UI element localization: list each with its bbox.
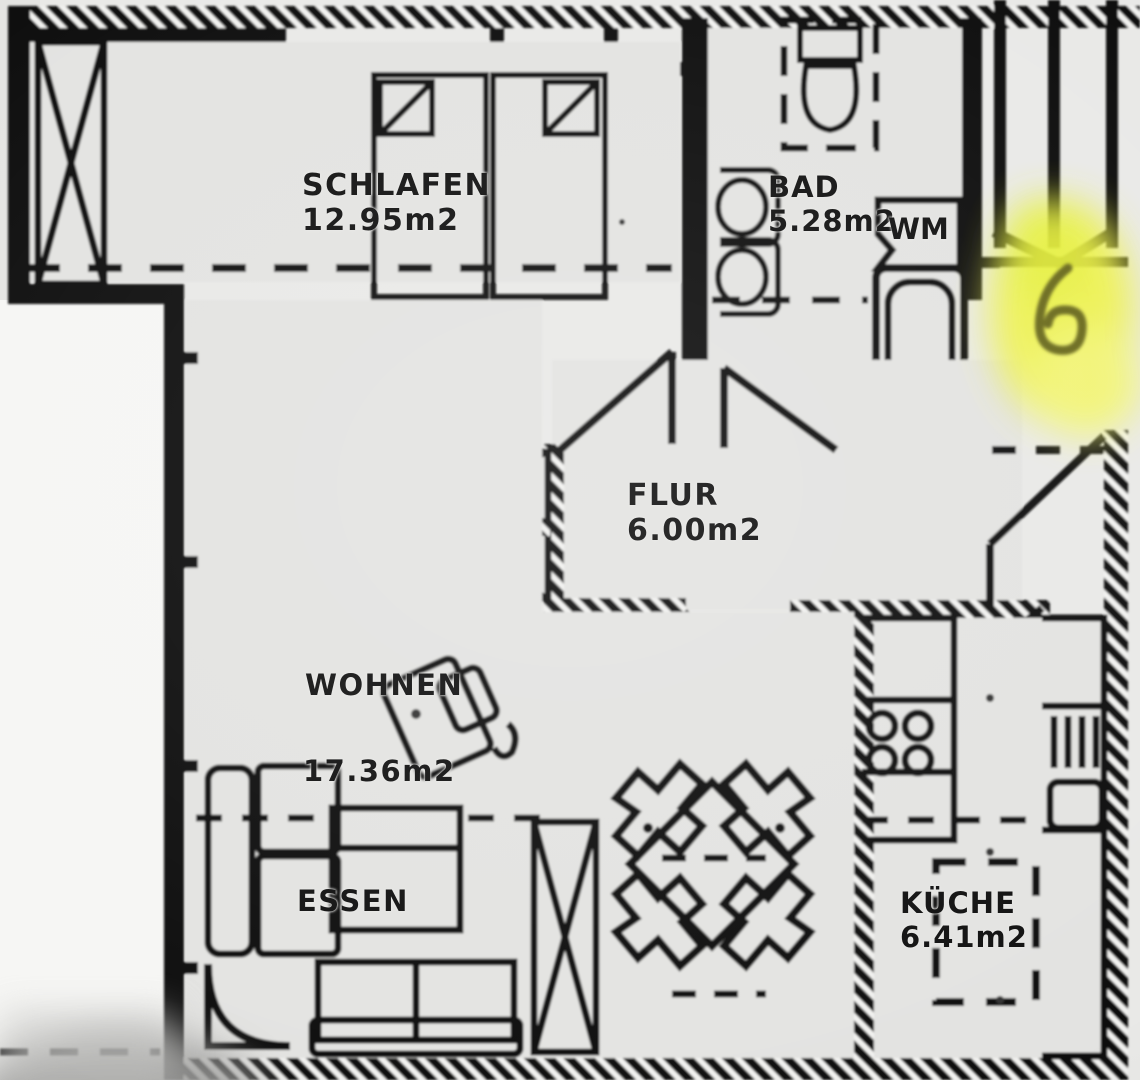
bed-right: [490, 72, 608, 300]
bed-left: [371, 72, 489, 300]
chair-top-left: [610, 758, 708, 862]
drainboard: [1050, 716, 1100, 768]
chair-bottom-left: [610, 868, 708, 972]
room-flur: [544, 348, 1107, 707]
kitchen-sink: [1046, 778, 1106, 832]
window-bedroom-left: [34, 38, 108, 288]
chair-bottom-right: [718, 868, 816, 972]
sink-lower: [715, 237, 781, 317]
corner-chair: [204, 963, 291, 1050]
window-living-right: [530, 818, 600, 1056]
handwritten-mark-6: [1034, 263, 1087, 355]
room-kueche: [862, 614, 1108, 1060]
door-swing-bedroom: [557, 348, 676, 454]
dining-table: [624, 776, 800, 952]
sofa: [308, 958, 524, 1058]
stove: [865, 709, 935, 777]
chair-top-right: [718, 758, 816, 862]
room-schlafen: [26, 38, 680, 356]
kitchen-dashed-box: [932, 858, 1040, 1006]
table-essen: [328, 804, 464, 934]
exterior-walls: [8, 6, 1140, 1080]
side-table: [380, 655, 519, 781]
highlighter-annotation: [990, 198, 1140, 436]
photo-shadow: [0, 1010, 259, 1080]
wc-toilet: [780, 16, 880, 152]
dining-table-dashed-inner: [662, 854, 766, 998]
room-wohnen: [186, 300, 874, 1058]
door-swing-bathroom: [720, 364, 839, 454]
left-wall-window-ticks: [176, 352, 198, 974]
